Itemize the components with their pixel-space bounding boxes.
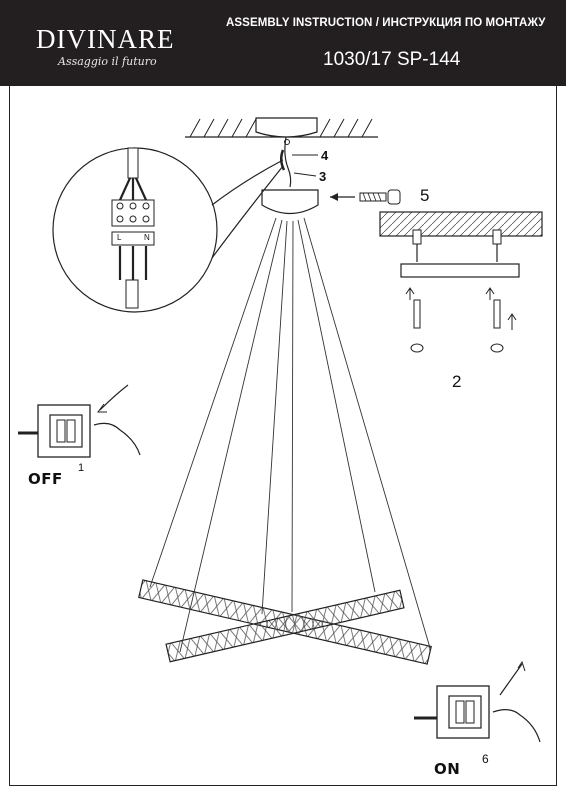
ceiling-canopy: [255, 117, 318, 138]
screw-icon: [330, 189, 401, 205]
step-label-2: 2: [452, 372, 462, 391]
switch-off-label: OFF: [28, 470, 63, 488]
brand-tagline: Assaggio il futuro: [58, 55, 157, 68]
page-frame: [9, 86, 557, 786]
header-bar: DIVINARE Assaggio il futuro ASSEMBLY INS…: [0, 0, 566, 86]
step-label-5: 5: [420, 186, 430, 205]
step-label-6: 6: [482, 752, 489, 766]
switch-off-illustration: [18, 384, 141, 458]
step-label-1: 1: [78, 462, 85, 474]
step-label-3: 3: [319, 169, 327, 184]
switch-on-illustration: [414, 660, 541, 743]
model-number: 1030/17 SP-144: [323, 49, 461, 70]
step-label-4: 4: [321, 148, 329, 163]
terminal-n-label: N: [144, 233, 150, 242]
connector-wire: [280, 136, 292, 188]
terminal-zoom: [52, 147, 284, 313]
mounting-detail: [379, 211, 543, 353]
switch-on-label: ON: [434, 760, 461, 778]
lamp-canopy: [261, 189, 319, 215]
brand-logo: DIVINARE: [36, 24, 175, 54]
terminal-l-label: L: [117, 233, 122, 242]
suspension-cables: [149, 217, 431, 653]
crystal-ring-back: [165, 589, 405, 663]
document-title: ASSEMBLY INSTRUCTION / ИНСТРУКЦИЯ ПО МОН…: [226, 17, 546, 29]
